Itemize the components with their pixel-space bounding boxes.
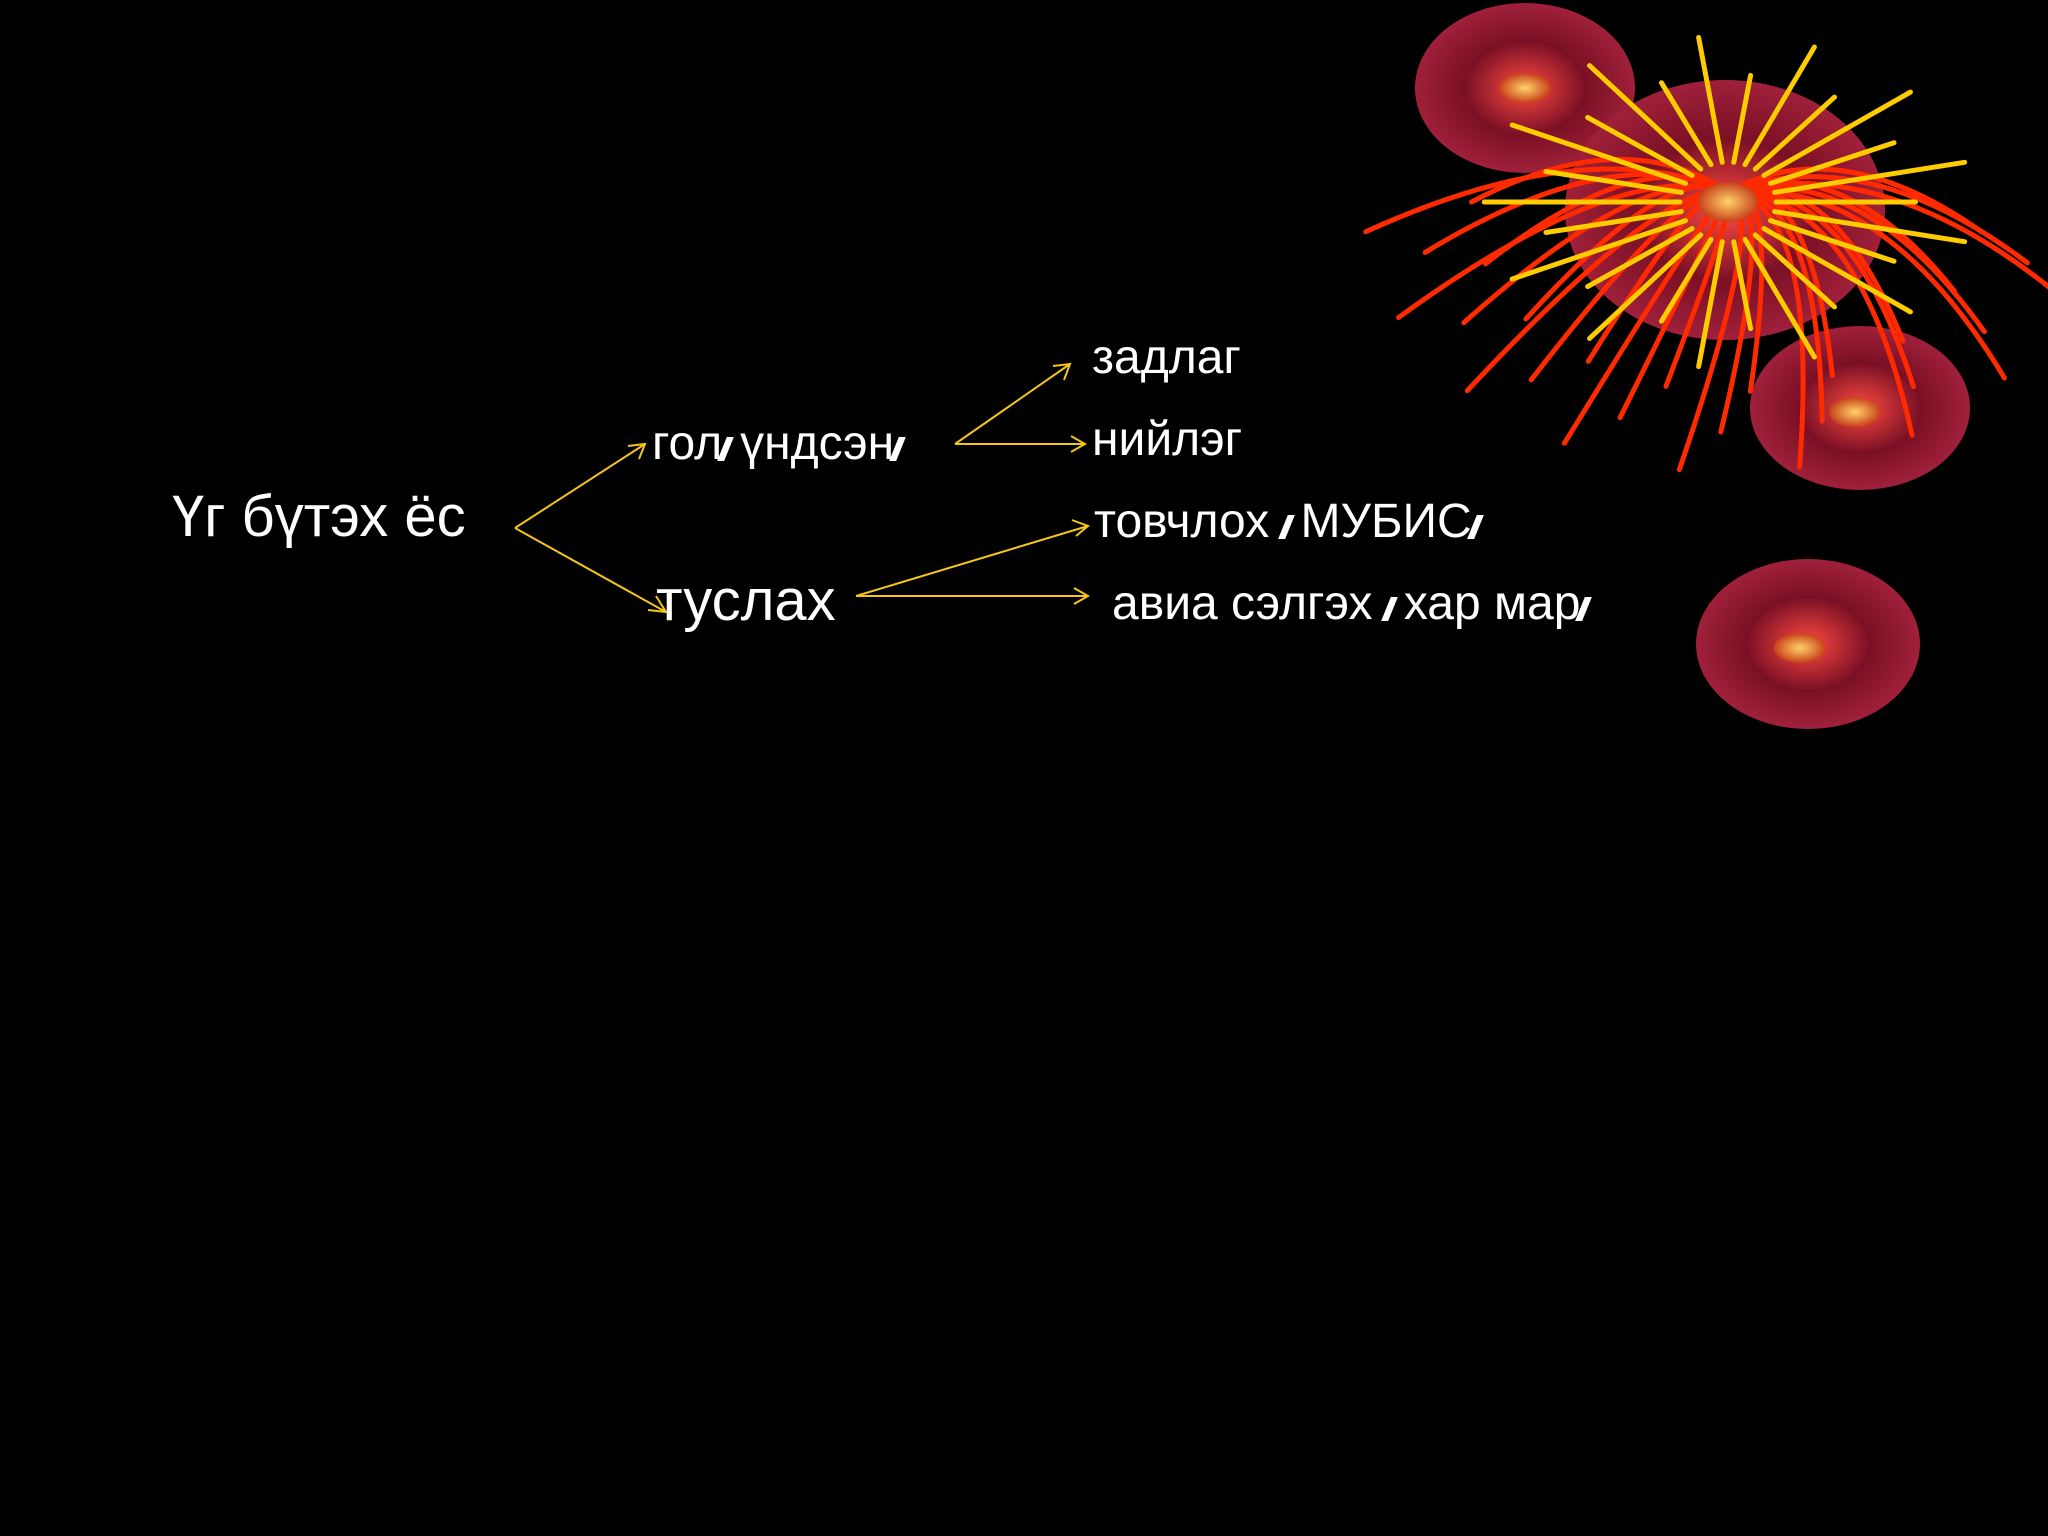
leaf-4-label-middle: хар мар (1403, 577, 1581, 630)
root-node: Үг бүтэх ёс (172, 488, 466, 546)
firework-bloom-icon (1363, 3, 2048, 729)
leaf-3-label-middle: МУБИС (1300, 495, 1472, 548)
branch-main-label-part1: гол (652, 417, 723, 470)
firework-spark (1742, 44, 1817, 168)
firework-spark (1772, 159, 1968, 195)
firework-spark (1731, 72, 1754, 165)
firework-spark (1587, 63, 1704, 172)
firework-spark (1587, 232, 1704, 341)
firework-spark (1696, 239, 1725, 370)
firework-spark (1768, 218, 1897, 264)
firework-spark (1543, 209, 1684, 236)
firework-spark (1696, 34, 1725, 165)
leaf-node-2: нийлэг (1092, 416, 1242, 464)
root-label: Үг бүтэх ёс (172, 484, 466, 549)
branch-node-auxiliary: туслах (656, 572, 836, 630)
branch-node-main: гол үндсэн (652, 420, 912, 468)
firework-spark (1509, 218, 1688, 282)
arrowhead-branch1-leaf1 (1052, 362, 1072, 381)
connector-root-branch1 (514, 443, 646, 529)
firework-spark (1752, 232, 1838, 310)
firework-spark (1509, 122, 1688, 186)
firework-ray (1725, 179, 1957, 294)
connector-branch1-leaf1 (954, 363, 1071, 445)
leaf-node-4: авиа сэлгэх хар мар (1112, 580, 1598, 628)
firework-spark (1659, 236, 1714, 324)
firework-spark (1659, 80, 1714, 168)
leaf-1-label: задлаг (1092, 331, 1241, 384)
firework-spark (1543, 168, 1684, 195)
firework-spark (1761, 89, 1913, 178)
branch-auxiliary-label: туслах (656, 568, 836, 633)
leaf-node-3: товчлох МУБИС (1094, 498, 1490, 546)
firework-spark (1772, 209, 1968, 245)
arrowhead-root-branch2 (647, 595, 668, 614)
leaf-3-label-before: товчлох (1094, 495, 1283, 548)
firework-spark (1585, 114, 1695, 178)
leaf-2-label: нийлэг (1092, 413, 1243, 466)
arrowhead-branch2-leaf4 (1073, 587, 1091, 605)
connector-branch2-leaf3 (855, 525, 1089, 597)
firework-spark (1761, 226, 1913, 315)
arrowhead-branch1-leaf2 (1070, 435, 1088, 453)
firework-spark (1731, 239, 1754, 332)
branch-main-label-part2: үндсэн (740, 417, 895, 470)
firework-spark (1752, 94, 1838, 172)
firework-spark (1742, 236, 1817, 360)
firework-ray (1396, 183, 1731, 321)
leaf-node-1: задлаг (1092, 334, 1241, 382)
firework-spark (1585, 226, 1695, 290)
connector-root-branch2 (514, 527, 667, 613)
arrowhead-root-branch1 (627, 442, 647, 460)
firework-ray (1363, 166, 1731, 235)
firework-spark (1768, 140, 1897, 186)
arrowhead-branch2-leaf3 (1071, 519, 1090, 537)
leaf-4-label-before: авиа сэлгэх (1112, 577, 1386, 630)
